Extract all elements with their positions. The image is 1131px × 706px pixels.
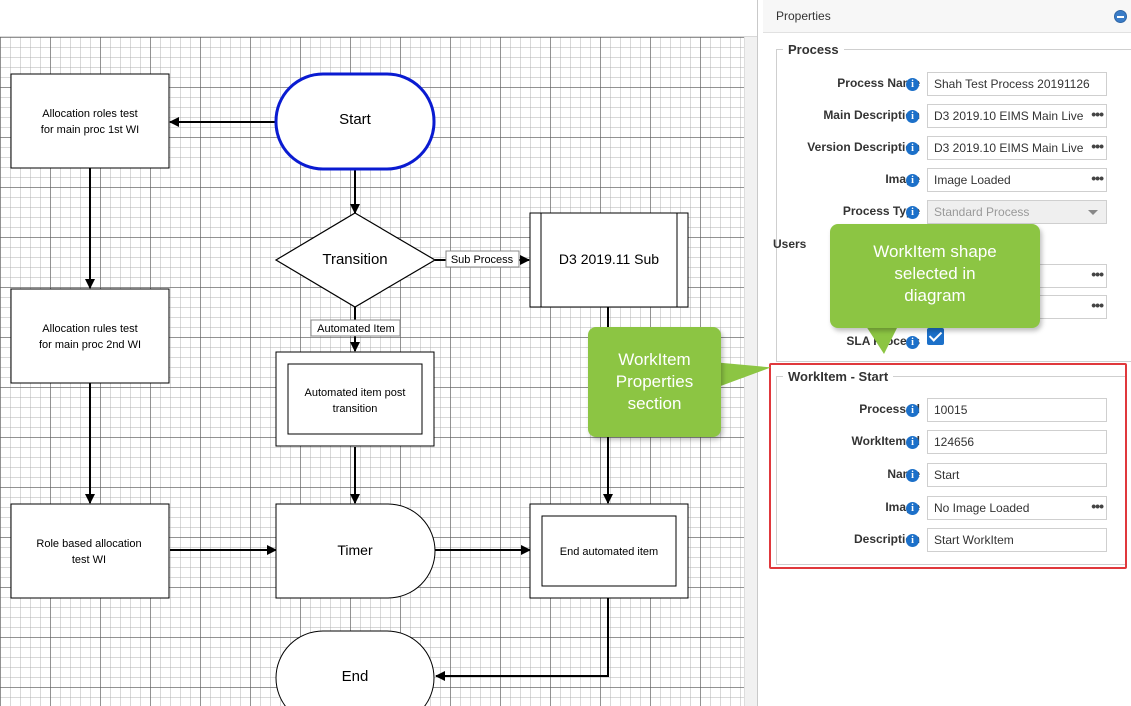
shape-end-automated[interactable]: End automated item [529,503,689,599]
workitem-image-field[interactable]: No Image Loaded ••• [927,496,1107,520]
process-image-value: Image Loaded [934,173,1011,187]
shape-start[interactable]: Start [274,72,436,171]
main-description-field[interactable]: D3 2019.10 EIMS Main Live ••• [927,104,1107,128]
transition-text: Transition [322,251,387,268]
shape-timer[interactable]: Timer [275,503,436,599]
more-icon[interactable]: ••• [1091,138,1104,154]
sub-process-label-text: Sub Process [451,254,514,266]
end-text: End [342,668,369,685]
more-icon[interactable]: ••• [1091,170,1104,186]
properties-header: Properties [763,0,1131,33]
version-description-label: Version Description [807,140,920,154]
workitem-group-legend: WorkItem - Start [788,369,889,384]
row-process-image: Image i Image Loaded••• [758,168,1118,192]
process-diagram: Sub Process Automated Item Allocation ro… [10,72,689,706]
workitem-id-label: WorkItem Id [851,434,920,448]
diagram-canvas[interactable]: Sub Process Automated Item Allocation ro… [0,0,757,706]
info-icon[interactable]: i [906,502,919,515]
end-automated-text: End automated item [560,546,658,558]
timer-text: Timer [337,542,373,558]
row-sla-process: SLA Process i [758,328,1118,354]
collapse-icon[interactable] [1114,10,1127,23]
users-label: Users [773,237,807,251]
info-icon[interactable]: i [906,174,919,187]
canvas-toolbar-strip [0,0,757,37]
version-description-field[interactable]: D3 2019.10 EIMS Main Live ••• [927,136,1107,160]
process-id-label: Process Id [859,402,920,416]
connector-label-sub-process: Sub Process [445,250,520,268]
description-field[interactable]: Start WorkItem [927,528,1107,552]
process-group: Process [776,42,1131,362]
canvas-vertical-scrollbar[interactable] [744,37,757,706]
properties-title: Properties [776,9,831,23]
start-selected-border [274,72,436,171]
row-main-description: Main Description i D3 2019.10 EIMS Main … [758,104,1118,128]
info-icon[interactable]: i [906,78,919,91]
more-icon[interactable]: ••• [1091,266,1104,282]
row-name: Name i Start [758,463,1118,487]
workitem-id-field[interactable]: 124656 [927,430,1107,454]
row-workitem-id: WorkItem Id i 124656 [758,430,1118,454]
subprocess-text: D3 2019.11 Sub [559,251,659,267]
process-group-legend: Process [788,42,839,57]
main-description-label: Main Description [823,108,920,122]
row-process-type: Process Type i Standard Process [758,200,1118,224]
info-icon[interactable]: i [906,206,919,219]
connector-endautomated-to-end[interactable] [435,598,609,681]
more-icon[interactable]: ••• [1091,498,1104,514]
process-type-select: Standard Process [927,200,1107,224]
info-icon[interactable]: i [906,469,919,482]
shape-subprocess[interactable]: D3 2019.11 Sub [529,212,689,308]
row-description: Description i Start WorkItem [758,528,1118,552]
more-icon[interactable]: ••• [1091,106,1104,122]
chevron-down-icon [1088,210,1098,215]
sla-process-checkbox[interactable] [927,328,944,345]
callout-pointer [866,326,898,354]
automated-item-label-text: Automated Item [317,323,395,335]
process-id-field[interactable]: 10015 [927,398,1107,422]
more-icon[interactable]: ••• [1091,297,1104,313]
process-type-label: Process Type [842,204,920,218]
process-name-field[interactable]: Shah Test Process 20191126 [927,72,1107,96]
shape-end[interactable]: End [275,630,435,706]
description-label: Description [853,532,920,546]
name-field[interactable]: Start [927,463,1107,487]
process-image-field[interactable]: Image Loaded ••• [927,168,1107,192]
shape-transition[interactable]: Transition [274,212,437,308]
process-name-label: Process Name [837,76,920,90]
properties-panel: Properties Process Process Name i Shah T… [757,0,1131,706]
info-icon[interactable]: i [906,436,919,449]
row-process-name: Process Name i Shah Test Process 2019112… [758,72,1118,96]
row-workitem-image: Image i No Image Loaded••• [758,496,1118,520]
info-icon[interactable]: i [906,534,919,547]
info-icon[interactable]: i [906,404,919,417]
info-icon[interactable]: i [906,336,919,349]
info-icon[interactable]: i [906,142,919,155]
workitem-image-value: No Image Loaded [934,501,1030,515]
process-type-value: Standard Process [934,205,1030,219]
row-users: Users [758,233,1118,257]
start-text: Start [339,111,372,128]
info-icon[interactable]: i [906,110,919,123]
row-version-description: Version Description i D3 2019.10 EIMS Ma… [758,136,1118,160]
main-description-value: D3 2019.10 EIMS Main Live [934,109,1084,123]
version-description-value: D3 2019.10 EIMS Main Live [934,141,1084,155]
row-process-id: Process Id i 10015 [758,398,1118,422]
connector-label-automated-item: Automated Item [310,319,401,337]
